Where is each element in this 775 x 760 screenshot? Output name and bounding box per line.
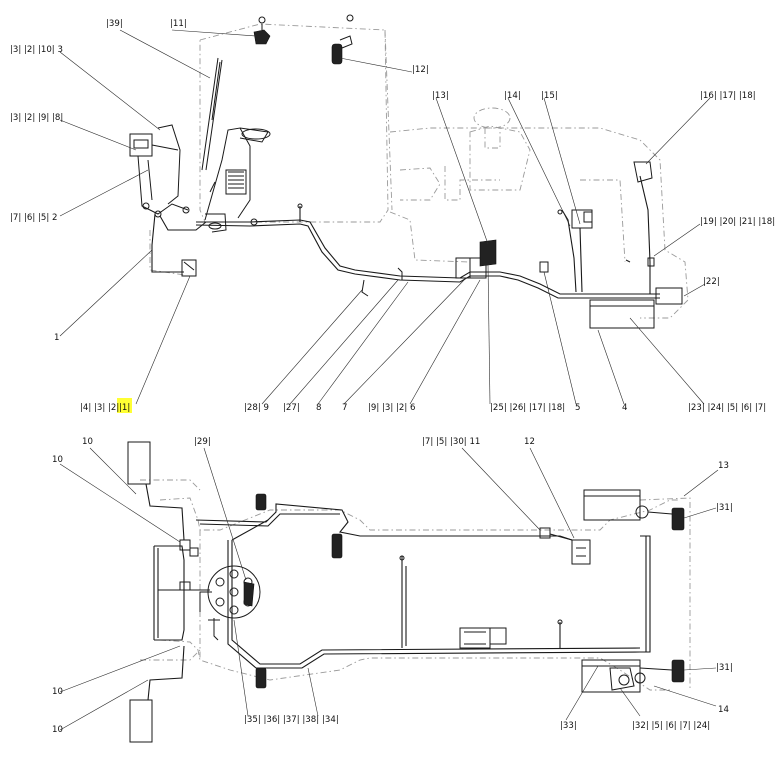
callout-14: 14 <box>718 705 729 715</box>
callout-7-5-30-11: |7| |5| |30| 11 <box>422 437 480 447</box>
machine-outline-top <box>149 23 689 319</box>
top-view: |39| |11| |12| |3| |2| |10| 3 |3| |2| |9… <box>10 14 775 413</box>
callout-31-bottom: |31| <box>716 663 733 673</box>
steering-column <box>204 127 271 233</box>
pedal-valve-assembly <box>129 124 207 277</box>
steering-wheel <box>199 565 261 641</box>
wiper-arm <box>201 57 223 171</box>
callout-4: 4 <box>622 403 627 413</box>
callout-10-a: 10 <box>82 437 93 447</box>
callout-highlight <box>117 398 132 413</box>
callout-10-c: 10 <box>52 687 63 697</box>
wheels <box>255 493 685 689</box>
callout-32-5-6-7-24: |32| |5| |6| |7| |24| <box>632 721 710 731</box>
main-hydraulic-line <box>195 203 660 299</box>
callout-15: |15| <box>541 91 558 101</box>
callout-7-6-5-2: |7| |6| |5| 2 <box>10 213 57 223</box>
filter-pump <box>557 209 631 293</box>
chassis-frame <box>195 503 651 669</box>
valve-block <box>181 259 197 277</box>
callout-13: |13| <box>432 91 449 101</box>
callout-23-24-5-6-7: |23| |24| |5| |6| |7| <box>688 403 766 413</box>
callout-39: |39| <box>106 19 123 29</box>
hydraulic-tank <box>589 299 655 329</box>
callout-14: |14| <box>504 91 521 101</box>
leaders-top <box>59 29 711 405</box>
callout-1: 1 <box>54 333 59 343</box>
callout-12: 12 <box>524 437 535 447</box>
callout-10-b: 10 <box>52 455 63 465</box>
rear-lamp-pole <box>633 161 683 305</box>
callout-4-3-2: |4| |3| |2| <box>80 403 119 413</box>
machine-outline-bottom <box>140 479 691 691</box>
roof-lamp <box>253 16 271 45</box>
front-frame-lines <box>153 539 210 641</box>
callout-35-36-37-38: |35| |36| |37| |38| <box>244 715 319 725</box>
center-pipes <box>399 555 563 648</box>
pump-motor <box>459 627 507 649</box>
callout-1-highlighted: |1| <box>119 403 130 413</box>
callout-31-top: |31| <box>716 503 733 513</box>
rear-components <box>539 489 673 693</box>
leaders-bottom <box>59 447 719 731</box>
callout-29: |29| <box>194 437 211 447</box>
callout-12: |12| <box>412 65 429 75</box>
callout-27: |27| <box>283 403 300 413</box>
callout-7: 7 <box>342 403 347 413</box>
callouts-bottom: 10 10 |29| |7| |5| |30| 11 12 13 |31| 10… <box>52 437 733 735</box>
callouts-top: |39| |11| |12| |3| |2| |10| 3 |3| |2| |9… <box>10 19 775 413</box>
callout-34: |34| <box>322 715 339 725</box>
callout-5: 5 <box>575 403 580 413</box>
side-mirrors <box>127 441 185 743</box>
callout-3-2-10-3: |3| |2| |10| 3 <box>10 45 63 55</box>
roof-beacon <box>331 14 354 65</box>
callout-9-3-2-6: |9| |3| |2| 6 <box>368 403 415 413</box>
callout-16-17-18: |16| |17| |18| <box>700 91 756 101</box>
brake-master-cylinder <box>129 133 153 157</box>
callout-25-26-17-18: |25| |26| |17| |18| <box>490 403 565 413</box>
callout-8: 8 <box>316 403 321 413</box>
control-valve <box>455 239 549 279</box>
callout-11: |11| <box>170 19 187 29</box>
callout-19-20-21-18: |19| |20| |21| |18| <box>700 217 775 227</box>
callout-13: 13 <box>718 461 729 471</box>
callout-22: |22| <box>703 277 720 287</box>
callout-28-9: |28| 9 <box>244 403 269 413</box>
callout-3-2-9-8: |3| |2| |9| |8| <box>10 113 63 123</box>
callout-33: |33| <box>560 721 577 731</box>
bottom-view: 10 10 |29| |7| |5| |30| 11 12 13 |31| 10… <box>52 437 733 743</box>
callout-10-d: 10 <box>52 725 63 735</box>
